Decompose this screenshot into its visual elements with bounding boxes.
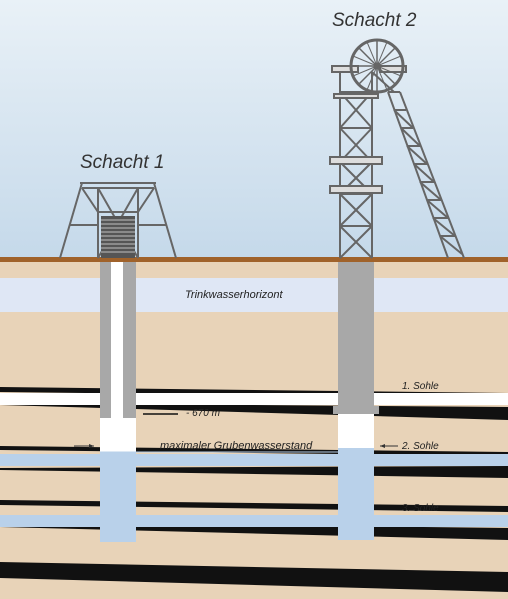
gallery-sohle1 (0, 393, 508, 405)
sohle1-label: 1. Sohle (402, 381, 439, 392)
shaft2-collar (333, 406, 379, 414)
headframe-1 (59, 182, 177, 259)
shaft2-water (338, 448, 374, 540)
ground-surface-line (0, 257, 508, 262)
gallery-sohle2 (0, 454, 508, 466)
seam-7 (0, 562, 508, 592)
sohle3-label: 3. Sohle (402, 503, 439, 514)
shaft2-empty (338, 414, 374, 448)
sohle2-label: 2. Sohle (401, 441, 439, 452)
shaft2-casing (338, 262, 374, 410)
shaft1-title: Schacht 1 (80, 152, 165, 173)
shaft2-title: Schacht 2 (332, 10, 417, 31)
water-level-label: maximaler Grubenwasserstand (160, 440, 313, 452)
aquifer-label: Trinkwasserhorizont (185, 289, 284, 301)
shaft1-water (100, 452, 136, 542)
headframe1-cage (101, 216, 135, 258)
depth-marker-label: - 670 m (186, 408, 220, 419)
shaft-1 (100, 262, 136, 542)
shaft-2 (333, 262, 379, 540)
water-level-arrow-right (380, 444, 398, 448)
shaft1-inner (111, 262, 123, 418)
headframe2-sheave-wheel (349, 38, 405, 94)
water-level-arrow-left (74, 444, 94, 448)
sky-background (0, 0, 508, 258)
aquifer-band (0, 278, 508, 312)
shaft1-empty (100, 418, 136, 452)
headframe-2 (329, 65, 465, 259)
ground-body (0, 262, 508, 599)
gallery-sohle3 (0, 515, 508, 527)
